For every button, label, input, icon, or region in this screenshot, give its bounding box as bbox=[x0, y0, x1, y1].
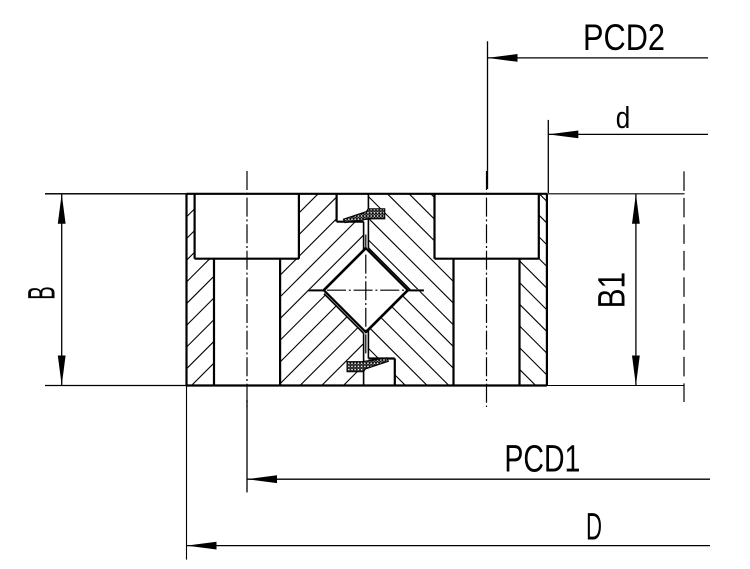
svg-text:PCD1: PCD1 bbox=[504, 439, 580, 481]
svg-text:PCD2: PCD2 bbox=[583, 17, 665, 58]
svg-text:B1: B1 bbox=[592, 272, 634, 309]
svg-text:B: B bbox=[22, 286, 64, 300]
svg-text:d: d bbox=[616, 100, 631, 135]
svg-text:D: D bbox=[586, 507, 602, 549]
